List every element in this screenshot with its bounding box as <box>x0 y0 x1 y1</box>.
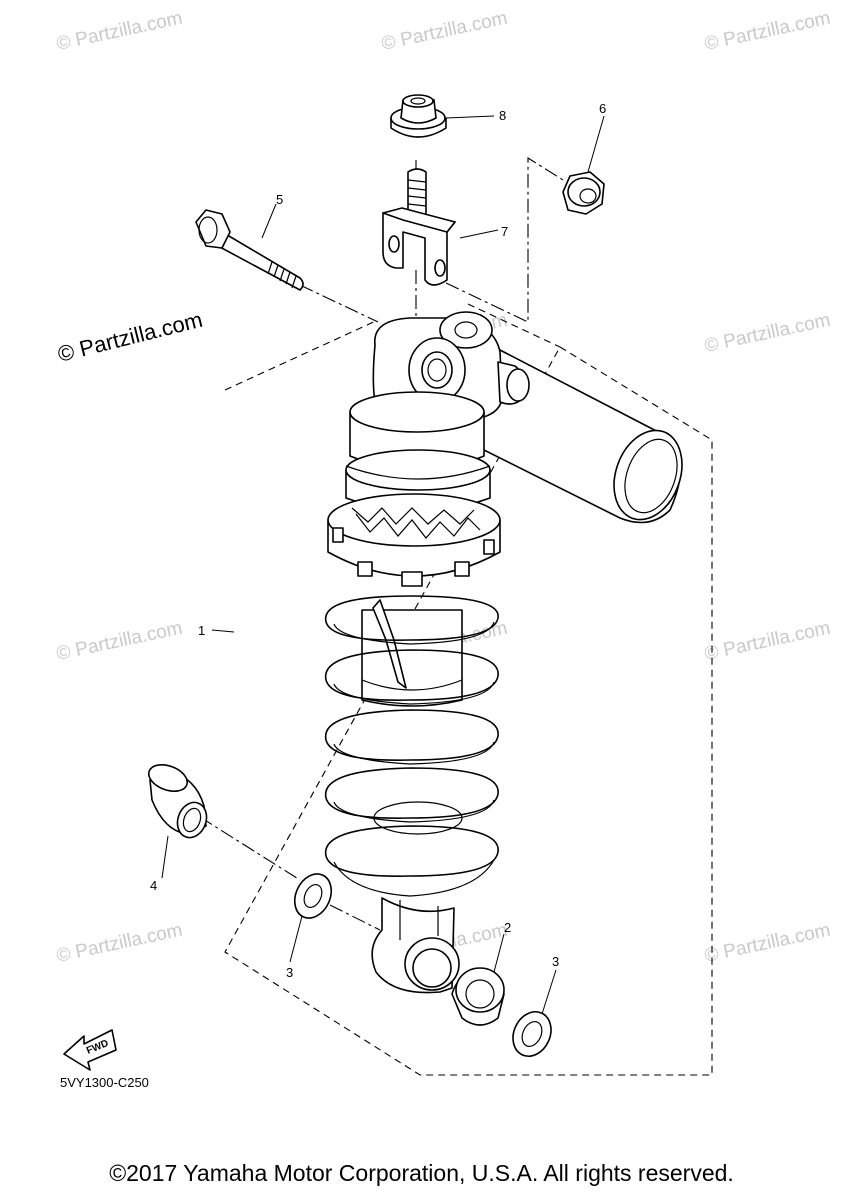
leader-lines <box>161 115 605 1015</box>
fwd-arrow-icon: FWD <box>63 1029 117 1071</box>
assembly-outline <box>224 303 713 1076</box>
watermark-text: © Partzilla.com <box>703 310 833 357</box>
washer-part-3-left[interactable] <box>288 868 338 924</box>
callout-3-left: 3 <box>286 965 293 980</box>
preload-collar <box>327 493 501 587</box>
bracket-part-7[interactable] <box>382 168 456 286</box>
watermark-text: © Partzilla.com <box>55 8 185 55</box>
callout-numbers: 8 6 7 5 1 4 3 2 3 <box>150 101 606 980</box>
callout-6: 6 <box>599 101 606 116</box>
washer-part-3-right[interactable] <box>506 1006 558 1063</box>
watermark-main: © Partzilla.com <box>55 307 205 367</box>
callout-1: 1 <box>198 623 205 638</box>
collar-part-4[interactable] <box>145 760 211 842</box>
coil-spring <box>324 595 499 897</box>
damper-body <box>361 599 463 835</box>
shock-upper-body <box>345 391 491 512</box>
callout-7: 7 <box>501 224 508 239</box>
lower-clevis <box>371 897 460 994</box>
watermark-text: © Partzilla.com <box>703 618 833 665</box>
callout-5: 5 <box>276 192 283 207</box>
bushing-part-2[interactable] <box>451 967 505 1026</box>
diagram-code: 5VY1300-C250 <box>60 1075 149 1090</box>
watermark-text: © Partzilla.com <box>380 8 510 55</box>
watermark-text: © Partzilla.com <box>703 920 833 967</box>
callout-4: 4 <box>150 878 157 893</box>
callout-3-right: 3 <box>552 954 559 969</box>
callout-8: 8 <box>499 108 506 123</box>
callout-2: 2 <box>504 920 511 935</box>
watermark-text: © Partzilla.com <box>55 920 185 967</box>
watermark-text: © Partzilla.com <box>703 8 833 55</box>
copyright-notice: ©2017 Yamaha Motor Corporation, U.S.A. A… <box>109 1160 734 1186</box>
nut-part-6[interactable] <box>562 171 605 215</box>
watermark-text: © Partzilla.com <box>55 618 185 665</box>
flange-nut-part-8[interactable] <box>390 94 447 138</box>
bolt-part-5[interactable] <box>195 209 304 291</box>
